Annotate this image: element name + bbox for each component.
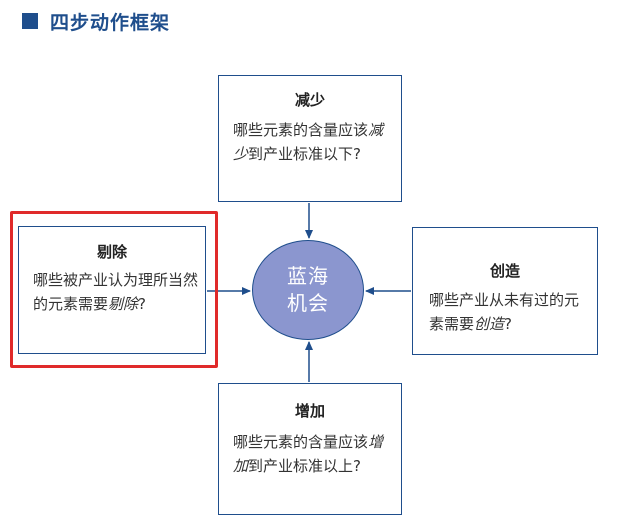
section-header: 四步动作框架 [22, 4, 170, 38]
eliminate-box: 剔除 哪些被产业认为理所当然的元素需要剔除? [18, 226, 206, 354]
raise-text: 哪些元素的含量应该增加到产业标准以上? [233, 433, 384, 475]
center-label-line1: 蓝海 [287, 264, 329, 288]
blue-ocean-center: 蓝海 机会 [252, 240, 364, 340]
raise-title: 增加 [294, 402, 325, 420]
header-square-icon [22, 13, 38, 29]
reduce-text: 哪些元素的含量应该减少到产业标准以下? [233, 121, 384, 163]
reduce-box: 减少 哪些元素的含量应该减少到产业标准以下? [218, 75, 402, 202]
reduce-title: 减少 [294, 91, 325, 109]
center-label-line2: 机会 [287, 291, 329, 315]
create-box: 创造 哪些产业从未有过的元素需要创造? [412, 227, 598, 355]
raise-box: 增加 哪些元素的含量应该增加到产业标准以上? [218, 383, 402, 515]
eliminate-highlight-frame [10, 211, 218, 368]
create-title: 创造 [489, 262, 520, 280]
create-text: 哪些产业从未有过的元素需要创造? [429, 291, 580, 333]
eliminate-title: 剔除 [96, 243, 127, 261]
eliminate-text: 哪些被产业认为理所当然的元素需要剔除? [33, 271, 199, 313]
page-title: 四步动作框架 [50, 11, 171, 34]
